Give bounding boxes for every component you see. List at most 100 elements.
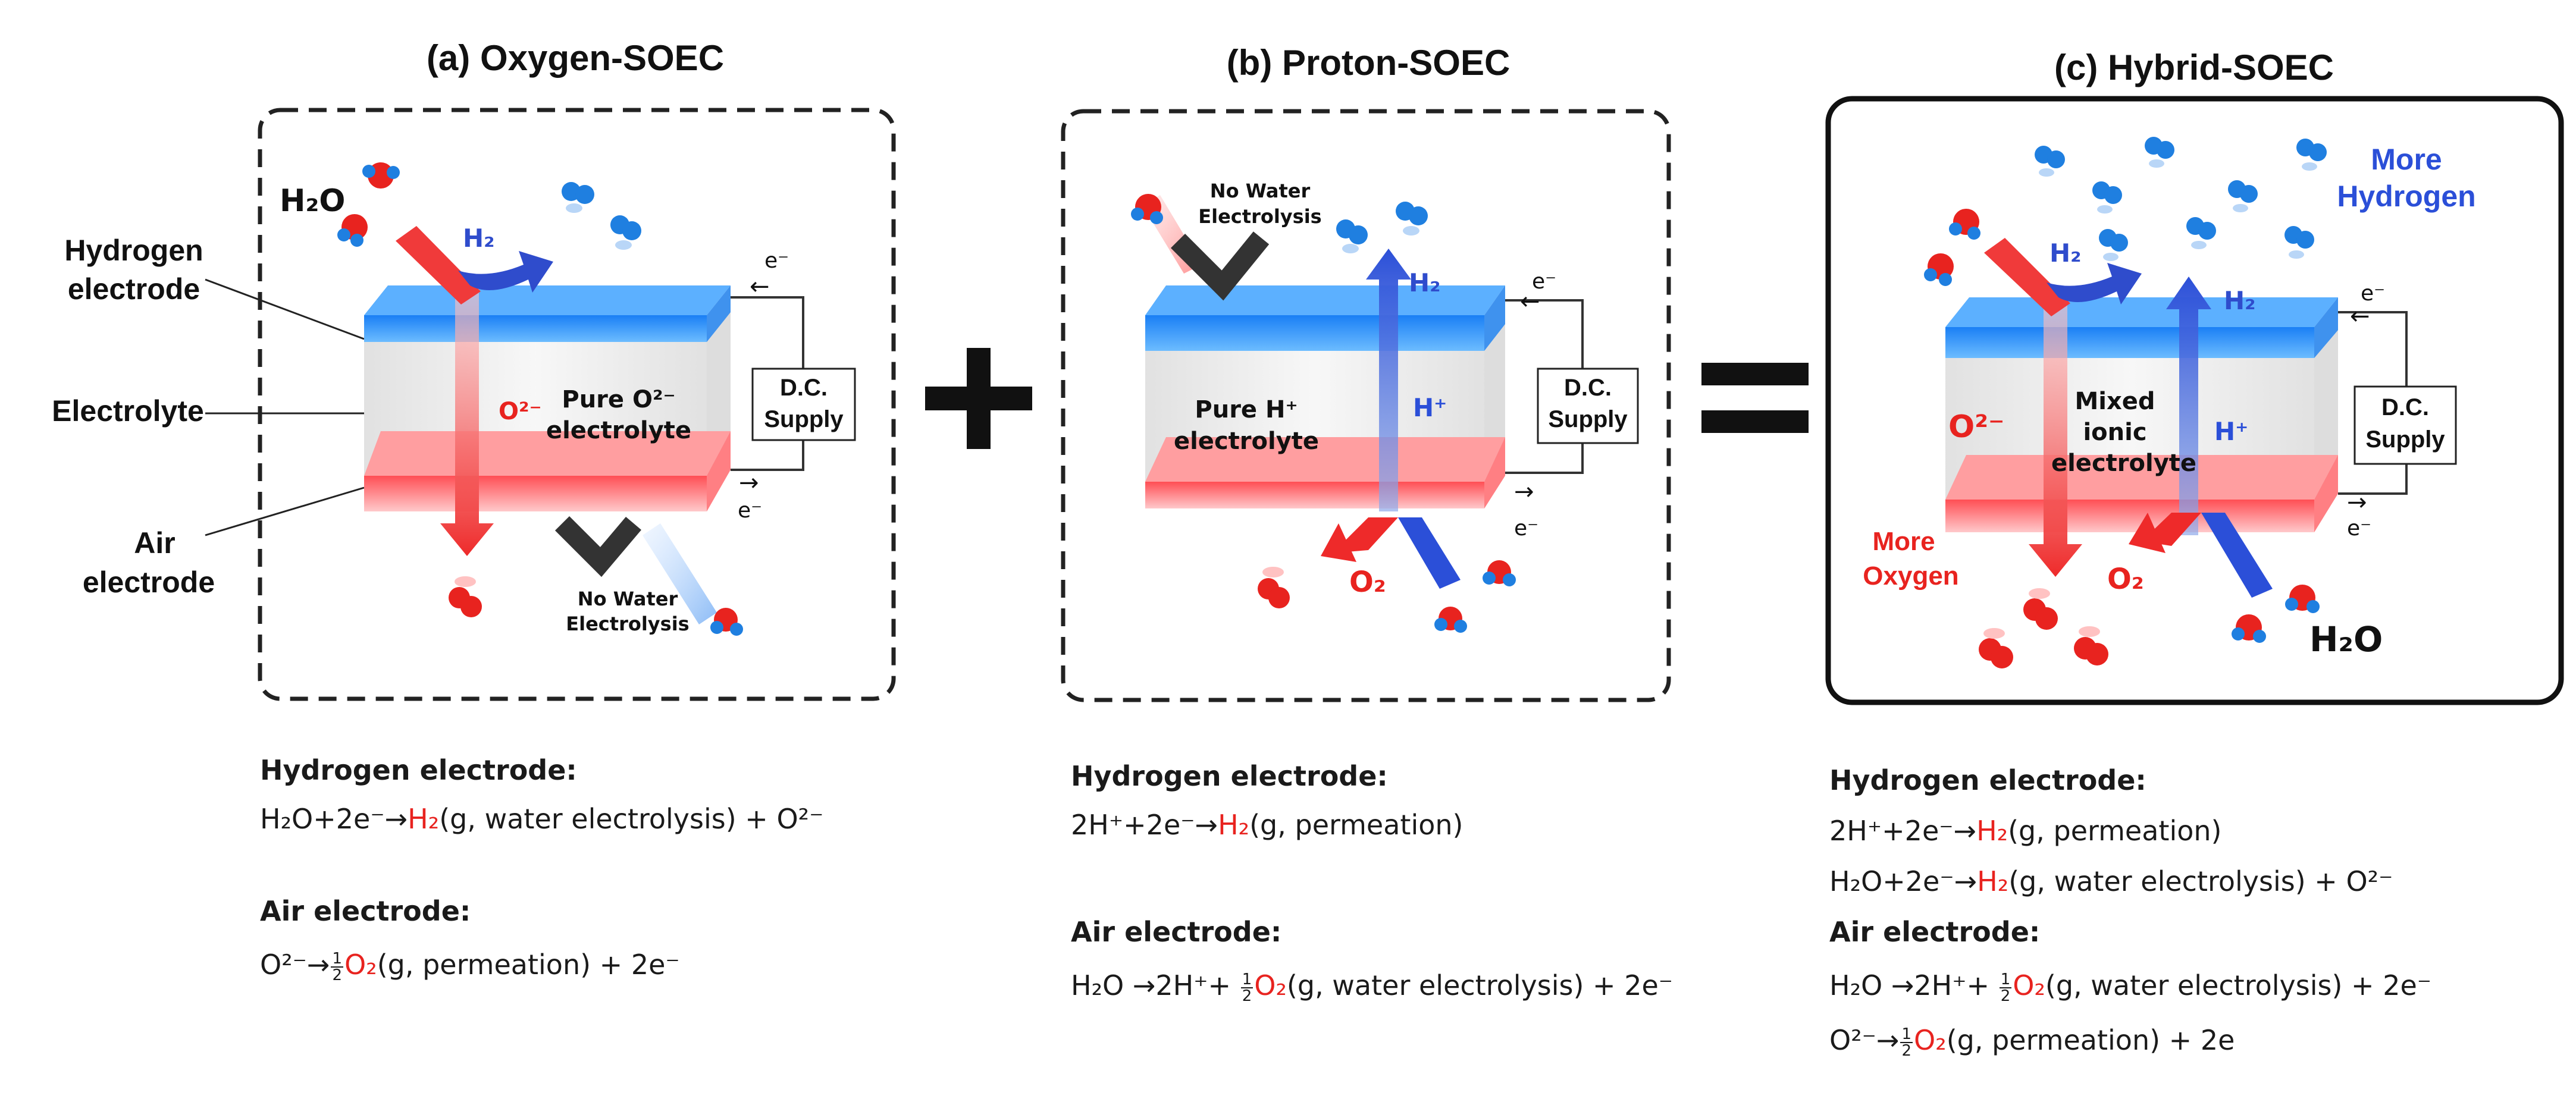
air-electrode-label-2: electrode: [83, 566, 215, 599]
eq-a-frac-den: 2: [332, 966, 343, 984]
panel-a-supply-label-1: D.C.: [780, 375, 828, 401]
panel-c-e-top: e⁻: [2361, 281, 2385, 306]
eq-c-hydrogen-heading: Hydrogen electrode:: [1829, 764, 2146, 796]
panel-b-o2-label: O₂: [1349, 566, 1386, 599]
panel-c-h2-right-label: H₂: [2224, 286, 2256, 315]
eq-b-hydrogen-reaction: 2H⁺+2e⁻→H₂(g, permeation): [1071, 809, 1463, 842]
panel-a-h2-label: H₂: [463, 224, 495, 253]
panel-b-electrolyte-label-2: electrolyte: [1174, 428, 1319, 455]
panel-a-e-bot: e⁻: [738, 498, 762, 523]
panel-a-e-top: e⁻: [764, 249, 789, 273]
water-molecule-icon: [1131, 194, 1163, 224]
panel-a-hydrogen-electrode: [364, 285, 731, 315]
eq-a-hyd-red: H₂: [408, 803, 440, 835]
water-molecule-icon: [2232, 614, 2266, 643]
eq-c-frac2-num: 1: [1900, 1025, 1913, 1043]
panel-a-e-bot-arrow: →: [739, 469, 759, 497]
panel-b-no-water-1: No Water: [1210, 180, 1311, 202]
eq-c-hyd1-post: (g, permeation): [2008, 815, 2222, 847]
eq-c-air2-red: O₂: [1914, 1024, 1947, 1056]
eq-c-hydrogen-reaction-2: H₂O+2e⁻→H₂(g, water electrolysis) + O²⁻: [1829, 865, 2393, 898]
panel-c-e-bot-arrow: →: [2347, 489, 2367, 516]
panel-a-dc-supply: [751, 368, 856, 441]
panel-b-no-water-2: Electrolysis: [1198, 205, 1321, 228]
panel-c-h2-left-label: H₂: [2049, 238, 2082, 268]
panel-c-circuit: [2338, 311, 2408, 495]
eq-a-air-pre: O²⁻→: [260, 949, 330, 981]
eq-b-hyd-red: H₂: [1218, 809, 1250, 841]
eq-c-air-heading: Air electrode:: [1829, 916, 2041, 948]
eq-c-hyd2-post: (g, water electrolysis) + O²⁻: [2008, 865, 2393, 897]
hydrogen-molecule-icon: [2092, 181, 2122, 214]
panel-c-o2-label: O₂: [2107, 563, 2144, 596]
water-molecule-icon: [1949, 209, 1980, 240]
panel-c-o2-ion-label: O²⁻: [1948, 409, 2004, 445]
panel-b-circuit: [1505, 299, 1584, 474]
hydrogen-molecule-icon: [1396, 202, 1428, 236]
panel-c-molecules: [1924, 137, 2327, 668]
eq-a-frac-num: 1: [331, 949, 344, 968]
eq-b-hyd-pre: 2H⁺+2e⁻→: [1071, 809, 1218, 841]
panel-c-electrolyte-label-2: ionic: [2083, 419, 2146, 446]
panel-a-o2-ion-label: O²⁻: [499, 398, 542, 425]
eq-a-hydrogen-reaction: H₂O+2e⁻→H₂(g, water electrolysis) + O²⁻: [260, 803, 823, 836]
eq-c-air1-red: O₂: [2013, 969, 2045, 1001]
water-molecule-icon: [2285, 585, 2320, 613]
equals-icon: [1701, 363, 1809, 433]
panel-b-h2-label: H₂: [1409, 268, 1441, 297]
oxygen-molecule-icon: [2023, 588, 2058, 630]
panel-c-electrolyte-label-1: Mixed: [2074, 388, 2155, 415]
eq-a-hydrogen-heading: Hydrogen electrode:: [260, 754, 577, 786]
eq-c-hyd1-red: H₂: [1976, 815, 2008, 847]
panel-a-o2-ion-arrow: [440, 285, 494, 556]
panel-b-e-top: e⁻: [1532, 269, 1556, 294]
panel-b-dc-supply: [1537, 368, 1639, 444]
eq-c-hyd2-pre: H₂O+2e⁻→: [1829, 865, 1978, 897]
panel-c-more-oxygen-1: More: [1872, 527, 1935, 556]
eq-b-hyd-post: (g, permeation): [1249, 809, 1464, 841]
panel-a: D.C. Supply e⁻ ← → e⁻ H₂O H₂ O²⁻ Pure O²…: [258, 108, 896, 701]
panel-a-circuit: [731, 296, 804, 471]
panel-c-more-hydrogen-1: More: [2371, 143, 2442, 176]
panel-b-supply-label-2: Supply: [1548, 406, 1628, 432]
eq-a-air-heading: Air electrode:: [260, 895, 471, 927]
eq-c-hyd2-red: H₂: [1977, 865, 2009, 897]
eq-a-hyd-post: (g, water electrolysis) + O²⁻: [439, 803, 824, 835]
air-electrode-label-1: Air: [134, 526, 175, 560]
oxygen-molecule-icon: [1979, 628, 2013, 668]
panel-c-h2-outlet-arrow: [2047, 263, 2142, 304]
panel-c-proton-label: H⁺: [2214, 417, 2248, 446]
hydrogen-electrode-label-2: electrode: [68, 272, 200, 306]
panel-c-h2o-label: H₂O: [2309, 619, 2383, 660]
panel-a-frame: [258, 108, 896, 701]
eq-c-frac1-num: 1: [1999, 970, 2012, 988]
panel-a-e-top-arrow: ←: [750, 273, 770, 300]
layer-labels: Hydrogen electrode Electrolyte Air elect…: [52, 234, 215, 599]
panel-c-h2o-inlet-arrow: [1984, 238, 2070, 316]
panel-b-o2-outlet-arrow: [1333, 517, 1398, 553]
hydrogen-molecule-icon: [2099, 229, 2128, 261]
hydrogen-molecule-icon: [1336, 219, 1368, 253]
eq-a-air-post: (g, permeation) + 2e⁻: [377, 949, 680, 981]
panel-c: D.C. Supply e⁻ ← → e⁻ More Hydrogen H₂ H…: [1825, 96, 2564, 705]
water-molecule-icon: [1483, 560, 1516, 586]
water-molecule-icon: [1434, 607, 1467, 633]
panel-b: No Water Electrolysis D.C. Supply e⁻ ← →…: [1061, 109, 1671, 702]
panel-a-no-water-2: Electrolysis: [566, 613, 689, 635]
panel-c-e-top-arrow: ←: [2350, 303, 2370, 330]
layer-leader-lines: [205, 278, 365, 536]
eq-a-air-red: O₂: [344, 949, 377, 981]
water-molecule-icon: [710, 608, 743, 636]
panel-b-proton-arrow: [1366, 249, 1411, 511]
panel-a-electrolyte-label-1: Pure O²⁻: [562, 386, 675, 413]
eq-c-air1-post: (g, water electrolysis) + 2e⁻: [2045, 969, 2432, 1001]
hydrogen-molecule-icon: [562, 182, 594, 213]
panel-c-electrolyte-label-3: electrolyte: [2051, 450, 2196, 477]
panel-c-more-hydrogen-2: Hydrogen: [2337, 180, 2475, 213]
